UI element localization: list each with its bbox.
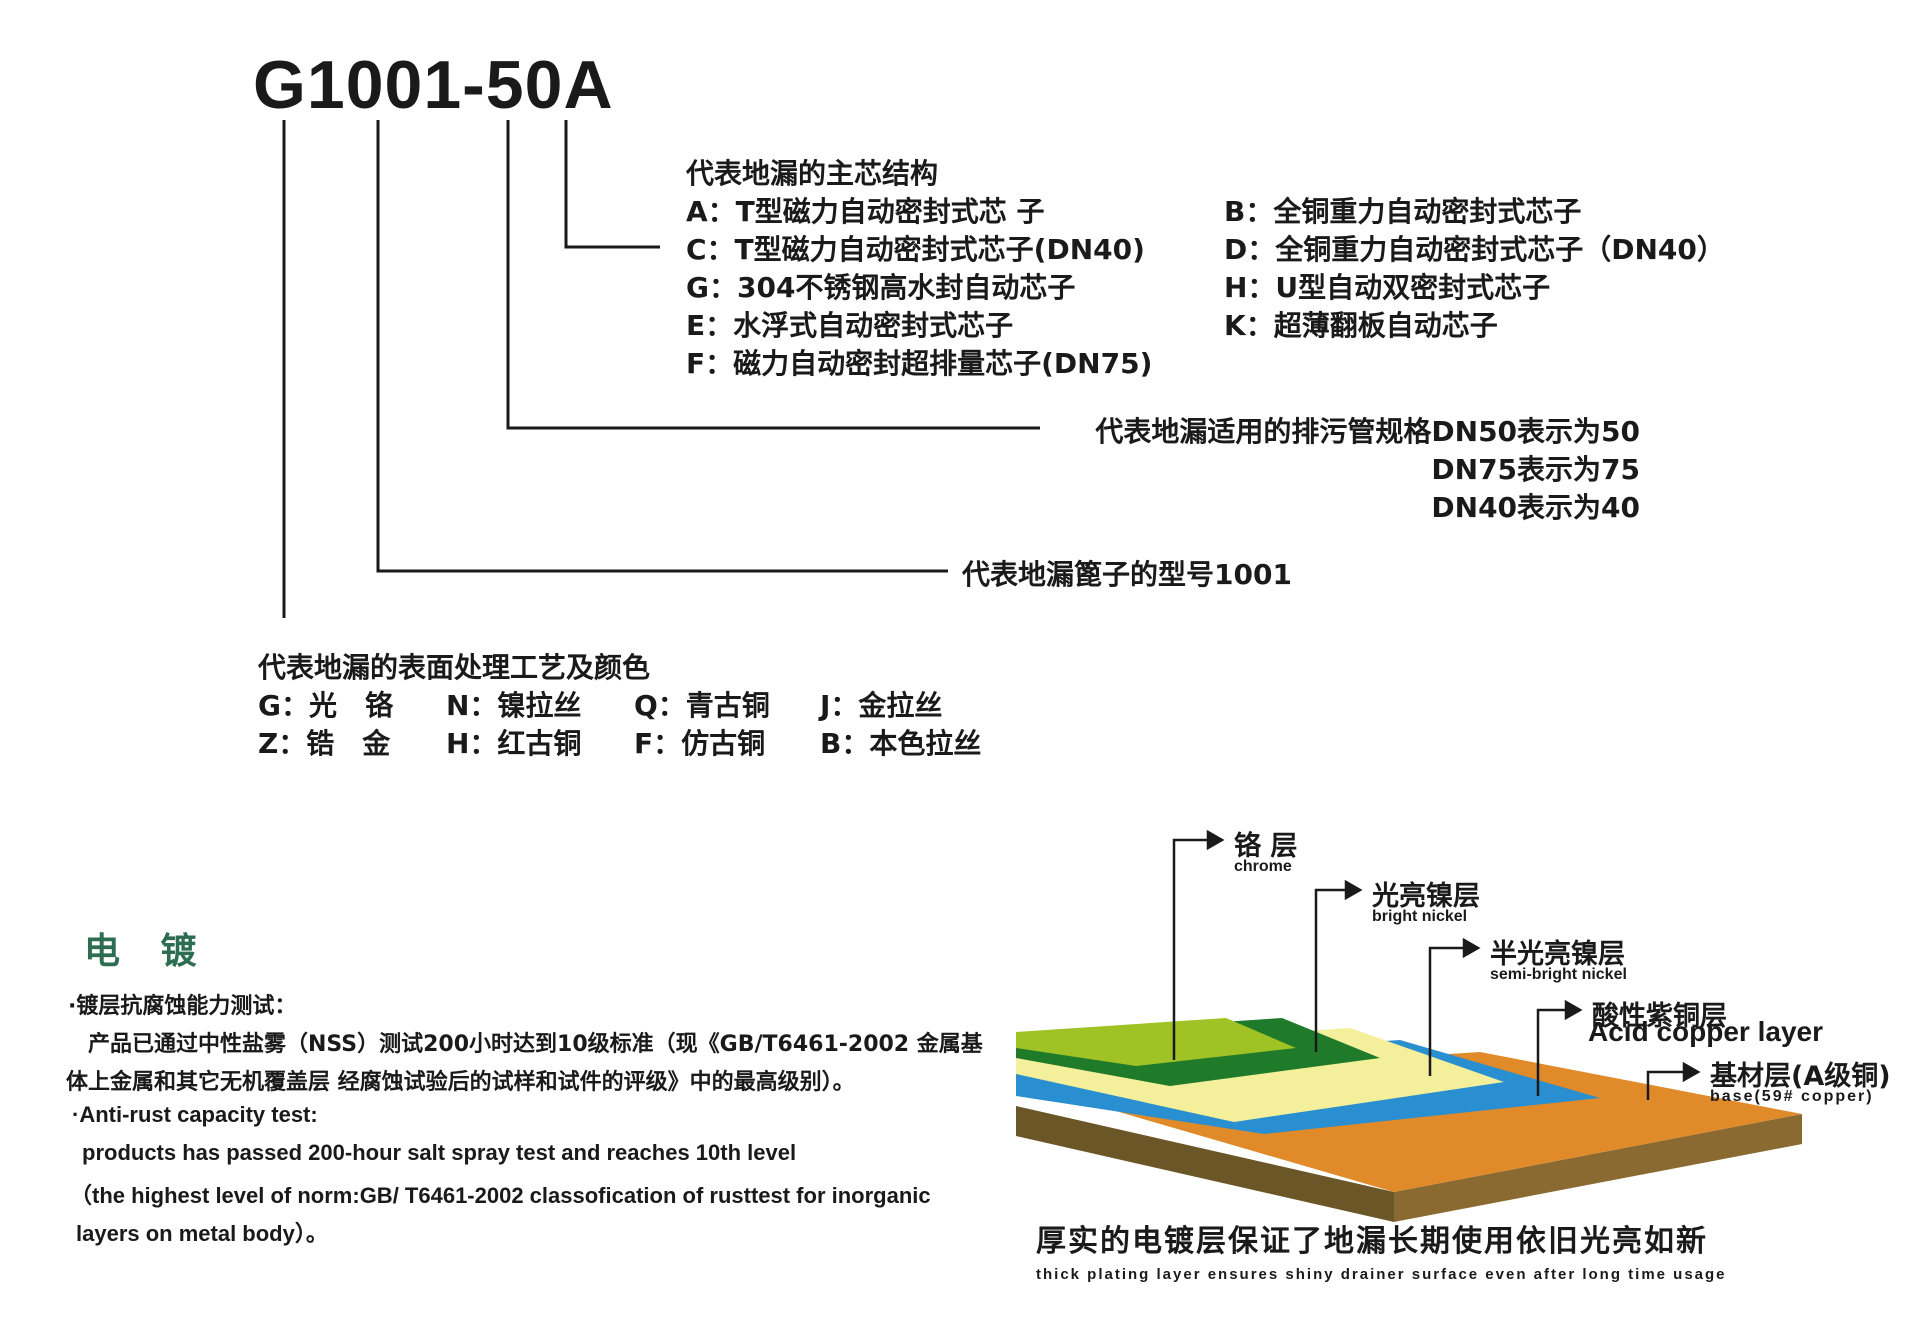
finish-option: G：光 铬	[258, 689, 393, 722]
footer-slogan-en: thick plating layer ensures shiny draine…	[1036, 1266, 1727, 1283]
finish-option: H：红古铜	[446, 727, 582, 760]
plating-title: 电 镀	[84, 931, 211, 972]
pipe-spec-line: 代表地漏适用的排污管规格DN50表示为50	[1095, 415, 1640, 448]
plating-line: （the highest level of norm:GB/ T6461-200…	[70, 1183, 931, 1208]
finish-title: 代表地漏的表面处理工艺及颜色	[258, 651, 651, 684]
chrome-layer	[1016, 1018, 1296, 1066]
core-option: D：全铜重力自动密封式芯子（DN40）	[1224, 233, 1725, 266]
grate-connector	[376, 120, 948, 573]
base-layer-side	[1016, 1106, 1394, 1222]
layer-label-cn: 光亮镍层	[1372, 881, 1480, 912]
layer-label-en: chrome	[1234, 858, 1292, 875]
finish-option: Z：锆 金	[258, 727, 391, 760]
core-option: E：水浮式自动密封式芯子	[686, 309, 1014, 342]
core-title: 代表地漏的主芯结构	[686, 157, 939, 190]
layer-label-cn: 基材层(A级铜)	[1710, 1061, 1891, 1092]
layer-callout-line	[1172, 838, 1210, 1060]
plating-line: 产品已通过中性盐雾（NSS）测试200小时达到10级标准（现《GB/T6461-…	[88, 1032, 983, 1057]
core-option: A：T型磁力自动密封式芯 子	[686, 195, 1045, 228]
core-connector	[564, 120, 660, 249]
pipe-spec-line: DN40表示为40	[1431, 491, 1640, 524]
layer-label-cn: 酸性紫铜层	[1592, 1001, 1727, 1032]
finish-option: Q：青古铜	[634, 689, 770, 722]
finish-option: J：金拉丝	[820, 689, 943, 722]
grate-label: 代表地漏篦子的型号1001	[962, 558, 1292, 591]
core-option: B：全铜重力自动密封式芯子	[1224, 195, 1582, 228]
callout-arrow-icon	[1462, 937, 1481, 959]
core-option: H：U型自动双密封式芯子	[1224, 271, 1551, 304]
core-option: G：304不锈钢高水封自动芯子	[686, 271, 1076, 304]
finish-option: N：镍拉丝	[446, 689, 582, 722]
model-code: G1001-50A	[253, 47, 614, 123]
layer-label-cn: 铬 层	[1234, 831, 1298, 862]
plating-line: products has passed 200-hour salt spray …	[82, 1140, 797, 1165]
core-option: C：T型磁力自动密封式芯子(DN40)	[686, 233, 1145, 266]
layer-callout-line	[1646, 1070, 1686, 1100]
pipe-connector	[506, 120, 1040, 430]
layer-label-en: base(59# copper)	[1710, 1088, 1874, 1105]
layer-label-en: semi-bright nickel	[1490, 966, 1627, 983]
pipe-spec-line: DN75表示为75	[1431, 453, 1640, 486]
plating-line: 体上金属和其它无机覆盖层 经腐蚀试验后的试样和试件的评级》中的最高级别）。	[66, 1070, 855, 1095]
plating-line: ·Anti-rust capacity test:	[72, 1102, 318, 1127]
plating-line: layers on metal body）。	[76, 1221, 328, 1246]
callout-arrow-icon	[1206, 829, 1225, 851]
finish-option: B：本色拉丝	[820, 727, 982, 760]
layer-label-en: Acid copper layer	[1588, 1016, 1823, 1047]
plating-line: ·镀层抗腐蚀能力测试：	[68, 994, 297, 1019]
callout-arrow-icon	[1564, 999, 1583, 1021]
callout-arrow-icon	[1344, 879, 1363, 901]
layer-label-cn: 半光亮镍层	[1490, 939, 1625, 970]
footer-slogan: 厚实的电镀层保证了地漏长期使用依旧光亮如新	[1036, 1224, 1708, 1259]
base-layer-front	[1394, 1114, 1802, 1222]
core-option: F：磁力自动密封超排量芯子(DN75)	[686, 347, 1153, 380]
core-option: K：超薄翻板自动芯子	[1224, 309, 1498, 342]
layer-callout-line	[1536, 1008, 1568, 1096]
finish-option: F：仿古铜	[634, 727, 766, 760]
callout-arrow-icon	[1682, 1061, 1701, 1083]
layer-callout-line	[1314, 888, 1348, 1052]
layer-label-en: bright nickel	[1372, 908, 1468, 925]
layer-callout-line	[1428, 946, 1466, 1076]
